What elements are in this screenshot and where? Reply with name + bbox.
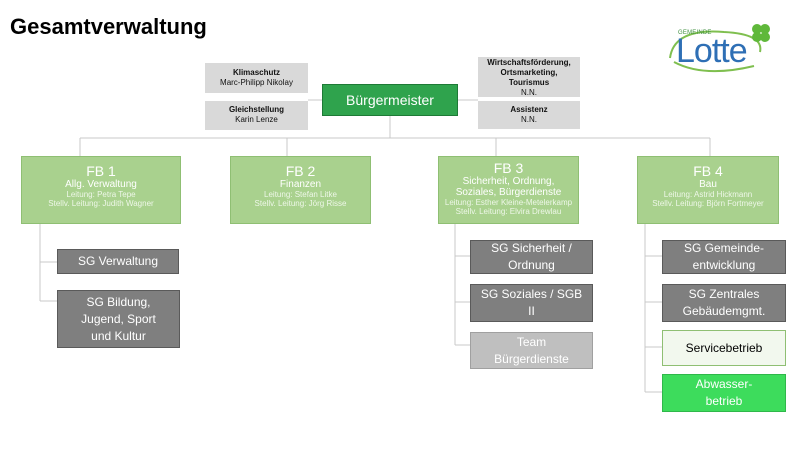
fb3-box: FB 3 Sicherheit, Ordnung, Soziales, Bürg… (438, 156, 579, 224)
fb-lead: Leitung: Esther Kleine-Metelerkamp (444, 198, 573, 207)
sg-label: Servicebetrieb (685, 340, 763, 355)
fb4-box: FB 4 Bau Leitung: Astrid Hickmann Stellv… (637, 156, 779, 224)
staff-gleichstellung: Gleichstellung Karin Lenze (205, 101, 308, 130)
fb-title: FB 1 (86, 163, 116, 179)
staff-title: Klimaschutz (232, 68, 281, 77)
sg-label-2: Bürgerdienste (494, 351, 569, 366)
fb-deputy: Stellv. Leitung: Elvira Drewlau (455, 207, 562, 216)
sg-verwaltung: SG Verwaltung (57, 249, 179, 274)
staff-wirtschaftsfoerderung: Wirtschaftsförderung, Ortsmarketing, Tou… (478, 57, 580, 97)
fb-subtitle-2: Soziales, Bürgerdienste (455, 187, 562, 198)
team-buergerdienste: Team Bürgerdienste (470, 332, 593, 369)
sg-label: SG Verwaltung (77, 254, 159, 268)
fb-title: FB 2 (285, 163, 316, 179)
page-title: Gesamtverwaltung (10, 14, 207, 39)
fb-deputy: Stellv. Leitung: Judith Wagner (48, 199, 154, 208)
fb-lead: Leitung: Astrid Hickmann (663, 190, 753, 199)
sg-label-3: und Kultur (91, 328, 146, 343)
staff-title: Gleichstellung (228, 105, 285, 114)
sg-label: SG Zentrales (688, 287, 760, 301)
sg-label-2: II (528, 304, 535, 318)
fb-lead: Leitung: Petra Tepe (66, 190, 136, 199)
fb-deputy: Stellv. Leitung: Björn Fortmeyer (652, 199, 764, 208)
sg-soziales: SG Soziales / SGB II (470, 284, 593, 322)
abwasserbetrieb: Abwasser- betrieb (662, 374, 786, 412)
sg-gemeindeentwicklung: SG Gemeinde- entwicklung (662, 240, 786, 274)
fb-subtitle: Bau (699, 179, 717, 190)
sg-label: SG Gemeinde- (683, 241, 765, 255)
sg-label-2: Jugend, Sport (81, 311, 156, 326)
logo-swoosh-icon (669, 30, 762, 73)
servicebetrieb: Servicebetrieb (662, 330, 786, 366)
sg-label: SG Sicherheit / (491, 241, 572, 255)
staff-name: N.N. (521, 88, 537, 97)
staff-klimaschutz: Klimaschutz Marc-Philipp Nikolay (205, 63, 308, 93)
fb-subtitle: Sicherheit, Ordnung, (462, 176, 555, 187)
staff-title-2: Ortsmarketing, (500, 68, 558, 77)
sg-label-2: betrieb (705, 394, 743, 408)
staff-title: Assistenz (510, 105, 548, 114)
sg-bildung: SG Bildung, Jugend, Sport und Kultur (57, 290, 180, 348)
logo-small-text: GEMEINDE (678, 30, 712, 36)
sg-label: Abwasser- (695, 377, 753, 391)
sg-sicherheit: SG Sicherheit / Ordnung (470, 240, 593, 274)
clover-icon (752, 24, 770, 42)
fb-lead: Leitung: Stefan Litke (264, 190, 337, 199)
sg-zentrales-gebaeudemgmt: SG Zentrales Gebäudemgmt. (662, 284, 786, 322)
fb-subtitle: Finanzen (279, 179, 322, 190)
sg-label: SG Bildung, (86, 294, 151, 309)
fb-title: FB 3 (493, 160, 524, 176)
mayor-box: Bürgermeister (322, 84, 458, 116)
staff-name: N.N. (521, 115, 537, 124)
sg-label-2: Gebäudemgmt. (682, 304, 766, 318)
fb2-box: FB 2 Finanzen Leitung: Stefan Litke Stel… (230, 156, 371, 224)
staff-name: Marc-Philipp Nikolay (220, 78, 293, 87)
sg-label-2: entwicklung (692, 258, 756, 272)
staff-title-3: Tourismus (508, 78, 550, 87)
staff-name: Karin Lenze (235, 115, 278, 124)
sg-label: SG Soziales / SGB (480, 287, 583, 301)
logo-main-text: Lotte (676, 32, 748, 70)
fb-title: FB 4 (693, 163, 723, 179)
staff-title: Wirtschaftsförderung, (487, 58, 571, 67)
sg-label-2: Ordnung (508, 258, 555, 272)
sg-label: Team (516, 334, 547, 349)
fb1-box: FB 1 Allg. Verwaltung Leitung: Petra Tep… (21, 156, 181, 224)
fb-deputy: Stellv. Leitung: Jörg Risse (254, 199, 347, 208)
fb-subtitle: Allg. Verwaltung (65, 179, 137, 190)
lotte-logo: GEMEINDE Lotte (664, 22, 774, 78)
staff-assistenz: Assistenz N.N. (478, 101, 580, 129)
